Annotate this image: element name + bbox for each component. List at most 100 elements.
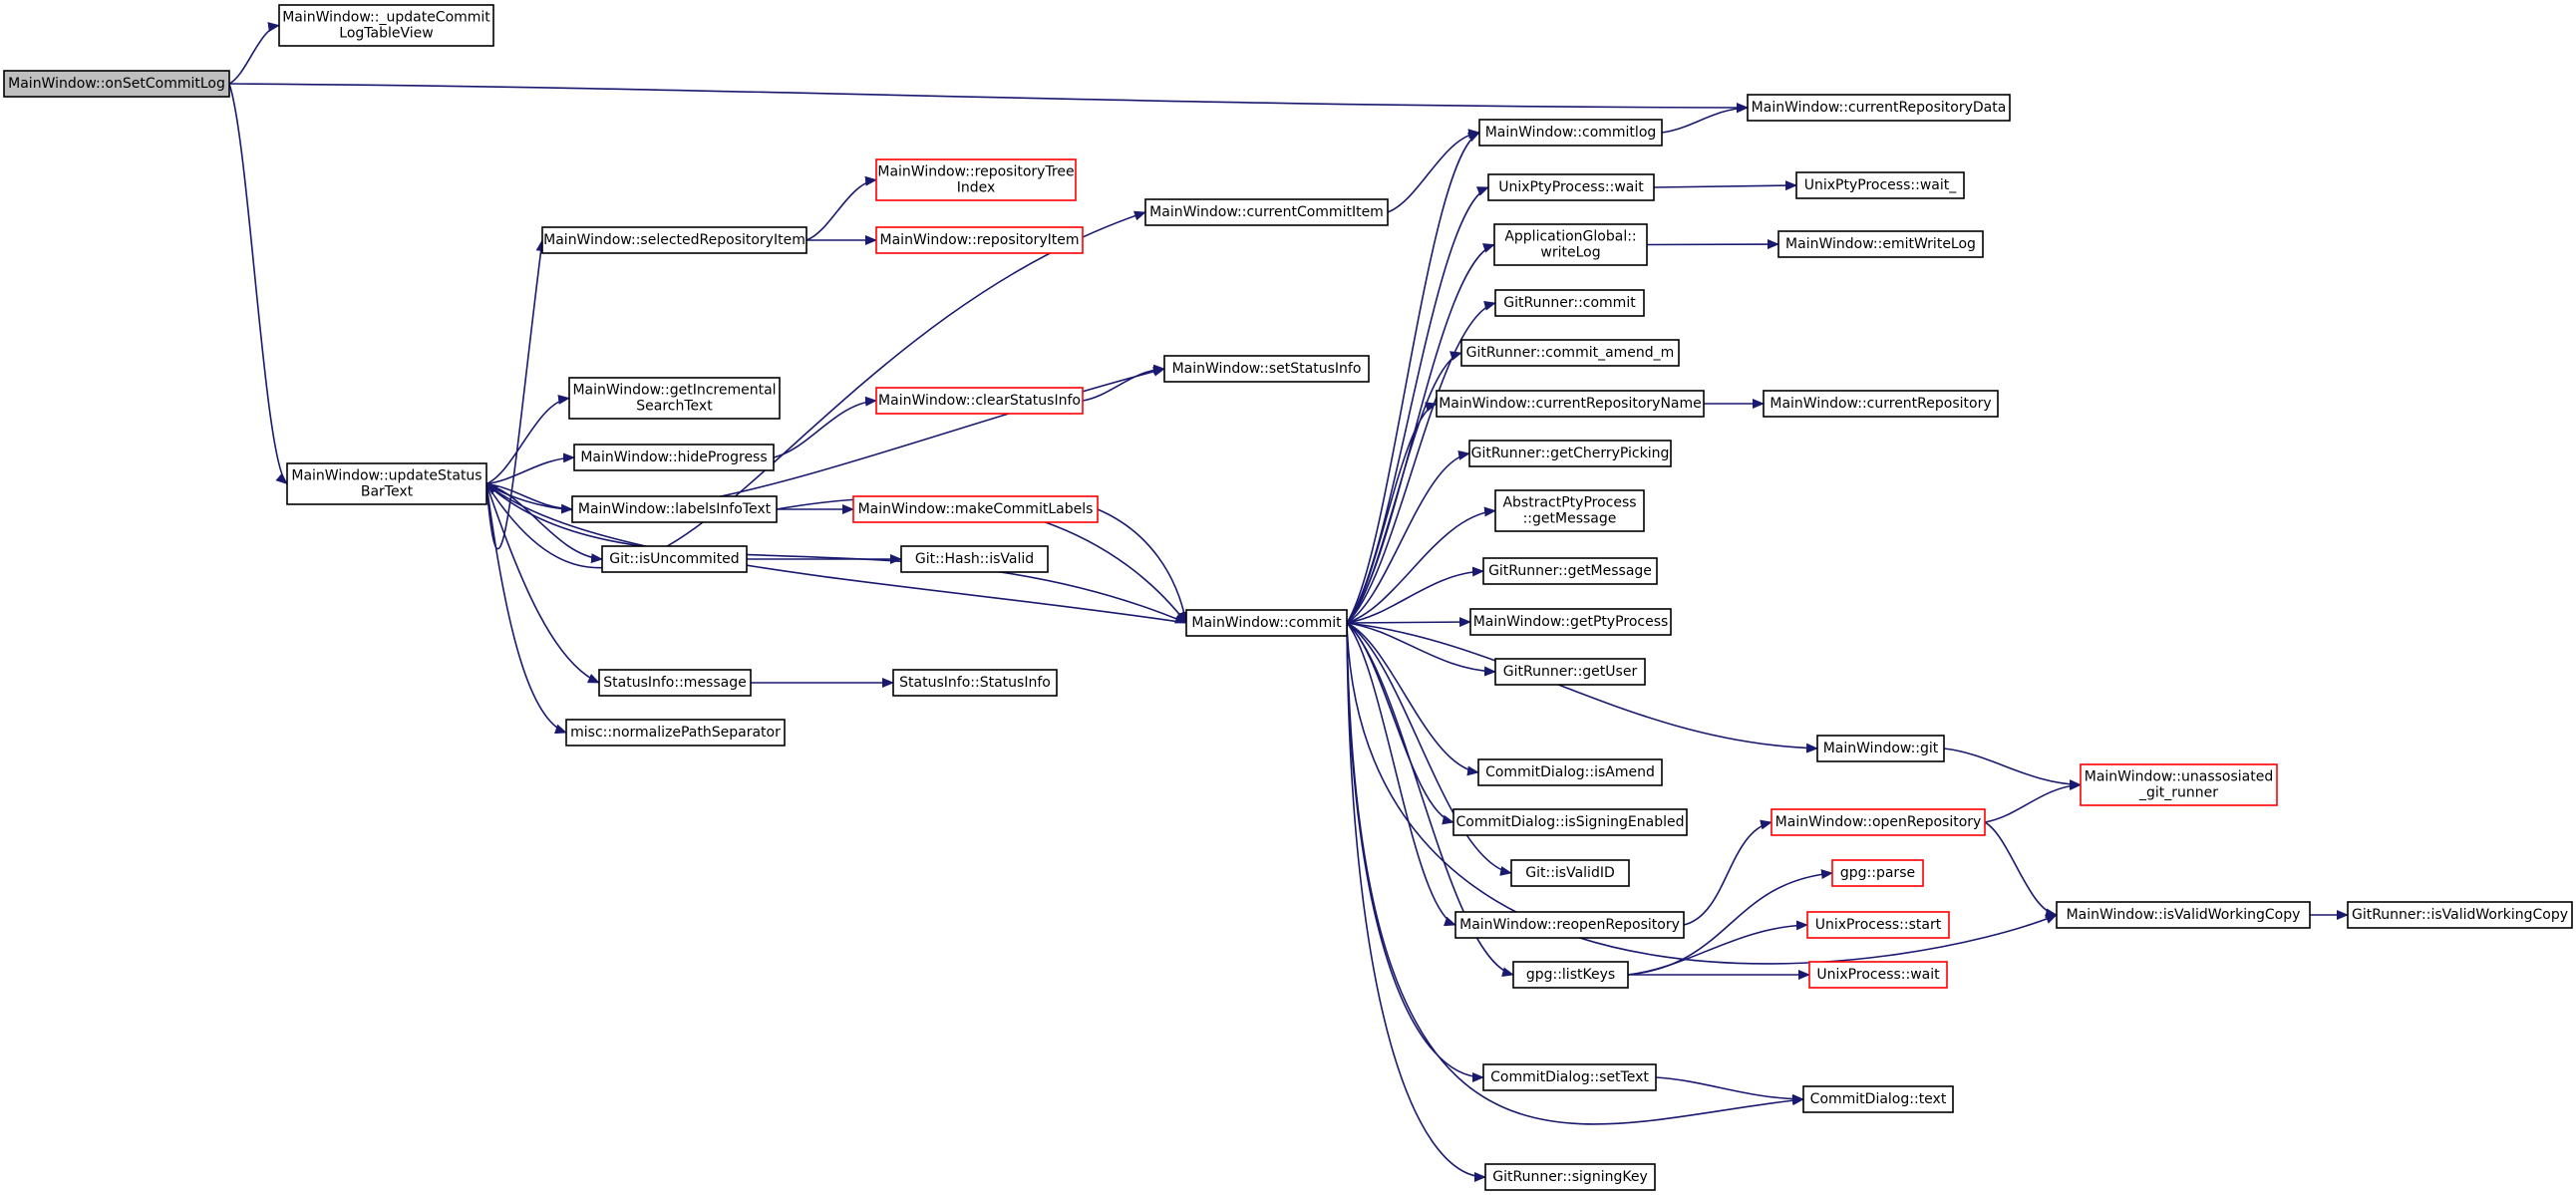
node-clearStatusInfo[interactable]: MainWindow::clearStatusInfo	[875, 387, 1084, 415]
node-box	[1816, 735, 1945, 762]
node-box	[1831, 859, 1924, 887]
edge-commitlog-to-currentRepositoryData	[1661, 103, 1749, 134]
node-mwGit[interactable]: MainWindow::git	[1816, 735, 1945, 762]
node-repositoryItem[interactable]: MainWindow::repositoryItem	[875, 226, 1084, 254]
node-labelsInfoText[interactable]: MainWindow::labelsInfoText	[571, 495, 778, 523]
node-setStatusInfo[interactable]: MainWindow::setStatusInfo	[1163, 355, 1370, 383]
edge-commit-to-setText	[1346, 622, 1484, 1082]
node-statusInfoMessage[interactable]: StatusInfo::message	[598, 669, 752, 697]
edge-mwGit-to-unassosiated	[1943, 747, 2082, 790]
node-dialogText[interactable]: CommitDialog::text	[1802, 1085, 1954, 1113]
node-box	[1469, 608, 1672, 636]
node-signingKey[interactable]: GitRunner::signingKey	[1484, 1163, 1656, 1191]
node-unixPtyWait[interactable]: UnixPtyProcess::wait	[1487, 173, 1655, 201]
node-isSigningEnabled[interactable]: CommitDialog::isSigningEnabled	[1452, 808, 1688, 836]
node-box	[571, 495, 778, 523]
node-makeCommitLabels[interactable]: MainWindow::makeCommitLabels	[852, 495, 1099, 523]
node-label: GitRunner::isValidWorkingCopy	[2352, 907, 2568, 923]
node-gitRunnerCommit[interactable]: GitRunner::commit	[1494, 289, 1645, 317]
node-box	[1477, 758, 1663, 786]
node-label: MainWindow::currentCommitItem	[1149, 204, 1384, 220]
edge-commit-to-gitRunnerGetMessage	[1346, 566, 1484, 624]
node-commit[interactable]: MainWindow::commit	[1185, 609, 1348, 637]
node-box	[1468, 440, 1672, 467]
node-box	[1494, 658, 1646, 686]
edge-commit-to-gitIsValidID	[1346, 622, 1512, 876]
edge-commit-to-getUser	[1346, 622, 1496, 677]
node-commitlog[interactable]: MainWindow::commitlog	[1478, 119, 1663, 147]
node-mwIsValidWorkingCopy[interactable]: MainWindow::isValidWorkingCopy	[2056, 901, 2311, 929]
node-abstractGetMessage[interactable]: AbstractPtyProcess::getMessage	[1494, 489, 1645, 532]
node-box	[3, 70, 230, 98]
node-unixProcessWait[interactable]: UnixProcess::wait	[1808, 961, 1948, 989]
node-label: Git::Hash::isValid	[915, 551, 1034, 567]
node-label: MainWindow::isValidWorkingCopy	[2067, 907, 2301, 923]
node-commitAmend[interactable]: GitRunner::commit_amend_m	[1460, 339, 1680, 367]
node-label: CommitDialog::isAmend	[1485, 764, 1655, 780]
node-grIsValidWorkingCopy[interactable]: GitRunner::isValidWorkingCopy	[2347, 901, 2573, 929]
node-label: misc::normalizePathSeparator	[570, 725, 781, 741]
edge-currentCommitItem-to-commitlog	[1387, 129, 1480, 213]
node-listKeys[interactable]: gpg::listKeys	[1512, 961, 1629, 989]
node-label: MainWindow::labelsInfoText	[578, 501, 772, 517]
node-label: CommitDialog::text	[1810, 1091, 1947, 1107]
node-normalizePathSeparator[interactable]: misc::normalizePathSeparator	[565, 719, 786, 747]
node-hideProgress[interactable]: MainWindow::hideProgress	[573, 444, 775, 471]
node-label: Git::isValidID	[1525, 865, 1615, 881]
node-box	[1806, 911, 1950, 939]
node-gitRunnerGetMessage[interactable]: GitRunner::getMessage	[1482, 557, 1658, 585]
node-currentCommitItem[interactable]: MainWindow::currentCommitItem	[1144, 198, 1389, 226]
node-label: MainWindow::commitlog	[1485, 125, 1657, 141]
node-unixPtyWaitU[interactable]: UnixPtyProcess::wait_	[1795, 171, 1965, 199]
edge-writeLog-to-emitWriteLog	[1646, 239, 1779, 250]
node-emitWriteLog[interactable]: MainWindow::emitWriteLog	[1777, 230, 1984, 258]
node-currentRepository[interactable]: MainWindow::currentRepository	[1763, 390, 1999, 418]
edge-commit-to-isAmend	[1346, 622, 1479, 776]
node-label: BarText	[361, 484, 414, 500]
node-box	[1478, 119, 1663, 147]
node-box	[1460, 339, 1680, 367]
node-label: Git::isUncommited	[609, 551, 739, 567]
edge-updateStatusBarText-to-isUncommited	[485, 482, 603, 564]
node-label: MainWindow::currentRepository	[1770, 396, 1991, 412]
node-label: UnixPtyProcess::wait	[1498, 179, 1644, 195]
edge-commit-to-currentRepositoryName	[1346, 402, 1438, 624]
node-writeLog[interactable]: ApplicationGlobal::writeLog	[1493, 223, 1648, 266]
node-isAmend[interactable]: CommitDialog::isAmend	[1477, 758, 1663, 786]
node-gpgParse[interactable]: gpg::parse	[1831, 859, 1924, 887]
node-gitIsValidID[interactable]: Git::isValidID	[1510, 859, 1630, 887]
node-currentRepositoryName[interactable]: MainWindow::currentRepositoryName	[1436, 390, 1705, 418]
node-box	[1777, 230, 1984, 258]
node-getPtyProcess[interactable]: MainWindow::getPtyProcess	[1469, 608, 1672, 636]
node-currentRepositoryData[interactable]: MainWindow::currentRepositoryData	[1747, 94, 2011, 122]
node-box	[1512, 961, 1629, 989]
node-getUser[interactable]: GitRunner::getUser	[1494, 658, 1646, 686]
node-unassosiated[interactable]: MainWindow::unassosiated_git_runner	[2080, 763, 2278, 806]
node-onSetCommitLog[interactable]: MainWindow::onSetCommitLog	[3, 70, 230, 98]
node-label: MainWindow::reopenRepository	[1459, 917, 1680, 933]
node-label: MainWindow::currentRepositoryName	[1439, 396, 1702, 412]
node-isUncommited[interactable]: Git::isUncommited	[601, 545, 748, 573]
node-unixProcessStart[interactable]: UnixProcess::start	[1806, 911, 1950, 939]
node-selectedRepositoryItem[interactable]: MainWindow::selectedRepositoryItem	[541, 226, 807, 254]
node-openRepository[interactable]: MainWindow::openRepository	[1771, 808, 1986, 836]
node-getCherryPicking[interactable]: GitRunner::getCherryPicking	[1468, 440, 1672, 467]
node-label: MainWindow::setStatusInfo	[1172, 361, 1362, 377]
node-setText[interactable]: CommitDialog::setText	[1482, 1063, 1657, 1091]
node-box	[1747, 94, 2011, 122]
node-reopenRepository[interactable]: MainWindow::reopenRepository	[1454, 911, 1685, 939]
node-box	[2056, 901, 2311, 929]
node-box	[900, 545, 1049, 573]
edge-commit-to-commitlog	[1346, 132, 1480, 624]
node-hashIsValid[interactable]: Git::Hash::isValid	[900, 545, 1049, 573]
node-box	[1494, 289, 1645, 317]
node-box	[568, 377, 781, 420]
edge-updateStatusBarText-to-labelsInfoText	[485, 482, 573, 514]
node-label: GitRunner::commit_amend_m	[1466, 345, 1675, 361]
node-statusInfoCtor[interactable]: StatusInfo::StatusInfo	[892, 669, 1058, 697]
edge-commit-to-writeLog	[1346, 243, 1495, 624]
